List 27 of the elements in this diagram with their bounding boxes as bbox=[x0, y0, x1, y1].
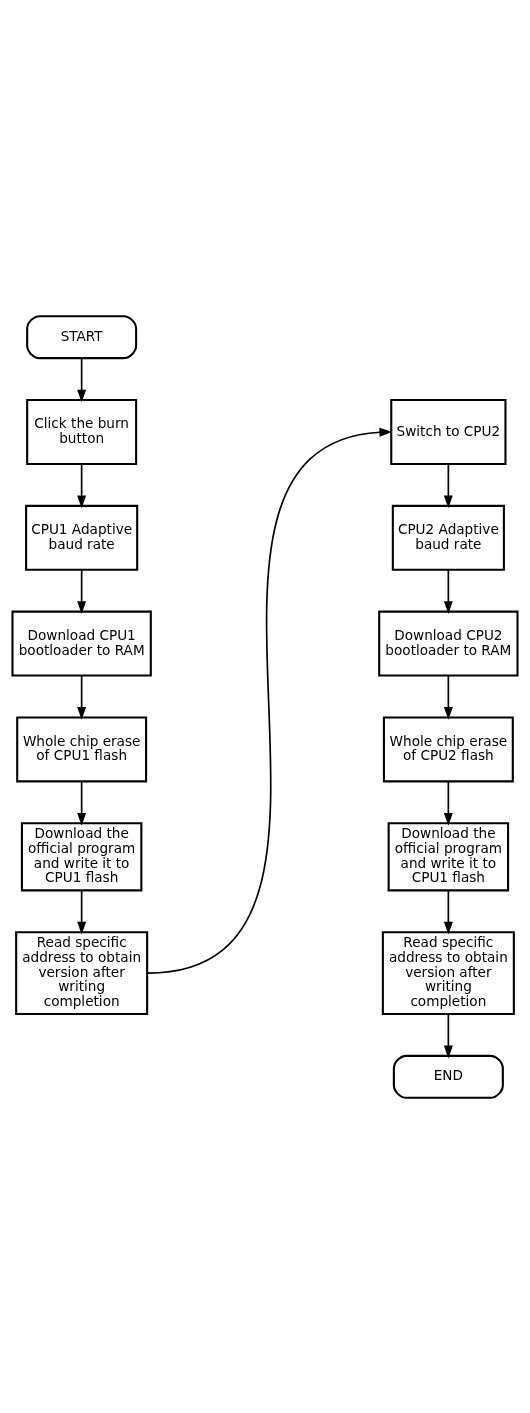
arrow bbox=[77, 356, 87, 402]
arrow bbox=[443, 889, 453, 935]
arrow bbox=[77, 674, 87, 720]
arrow bbox=[77, 780, 87, 826]
node-box: Download CPU2 bootloader to RAM bbox=[378, 610, 519, 677]
arrow bbox=[443, 780, 453, 826]
arrow bbox=[443, 462, 453, 508]
arrow bbox=[146, 427, 393, 974]
node-box: Download the official program and write it to CPU1 flash bbox=[387, 821, 510, 891]
arrow bbox=[77, 568, 87, 614]
arrow bbox=[443, 674, 453, 720]
node-box: Read specific address to obtain version after writing completion bbox=[381, 930, 515, 1015]
node-box: Click the burn button bbox=[26, 398, 138, 465]
node-box: Whole chip erase of CPU2 flash bbox=[382, 715, 514, 782]
node-box: CPU2 Adaptive baud rate bbox=[391, 504, 505, 571]
arrow bbox=[443, 568, 453, 614]
arrow bbox=[77, 462, 87, 508]
arrow bbox=[77, 889, 87, 935]
node-box: CPU1 Adaptive baud rate bbox=[25, 504, 139, 571]
node-box: Switch to CPU2 bbox=[390, 398, 507, 465]
node-box: Whole chip erase of CPU1 flash bbox=[16, 715, 148, 782]
node-box: END bbox=[392, 1054, 504, 1099]
node-box: START bbox=[26, 314, 138, 359]
node-box: Download CPU1 bootloader to RAM bbox=[11, 610, 152, 677]
arrow bbox=[443, 1012, 453, 1058]
node-box: Read specific address to obtain version after writing completion bbox=[15, 930, 149, 1015]
node-box: Download the official program and write it to CPU1 flash bbox=[20, 821, 143, 891]
